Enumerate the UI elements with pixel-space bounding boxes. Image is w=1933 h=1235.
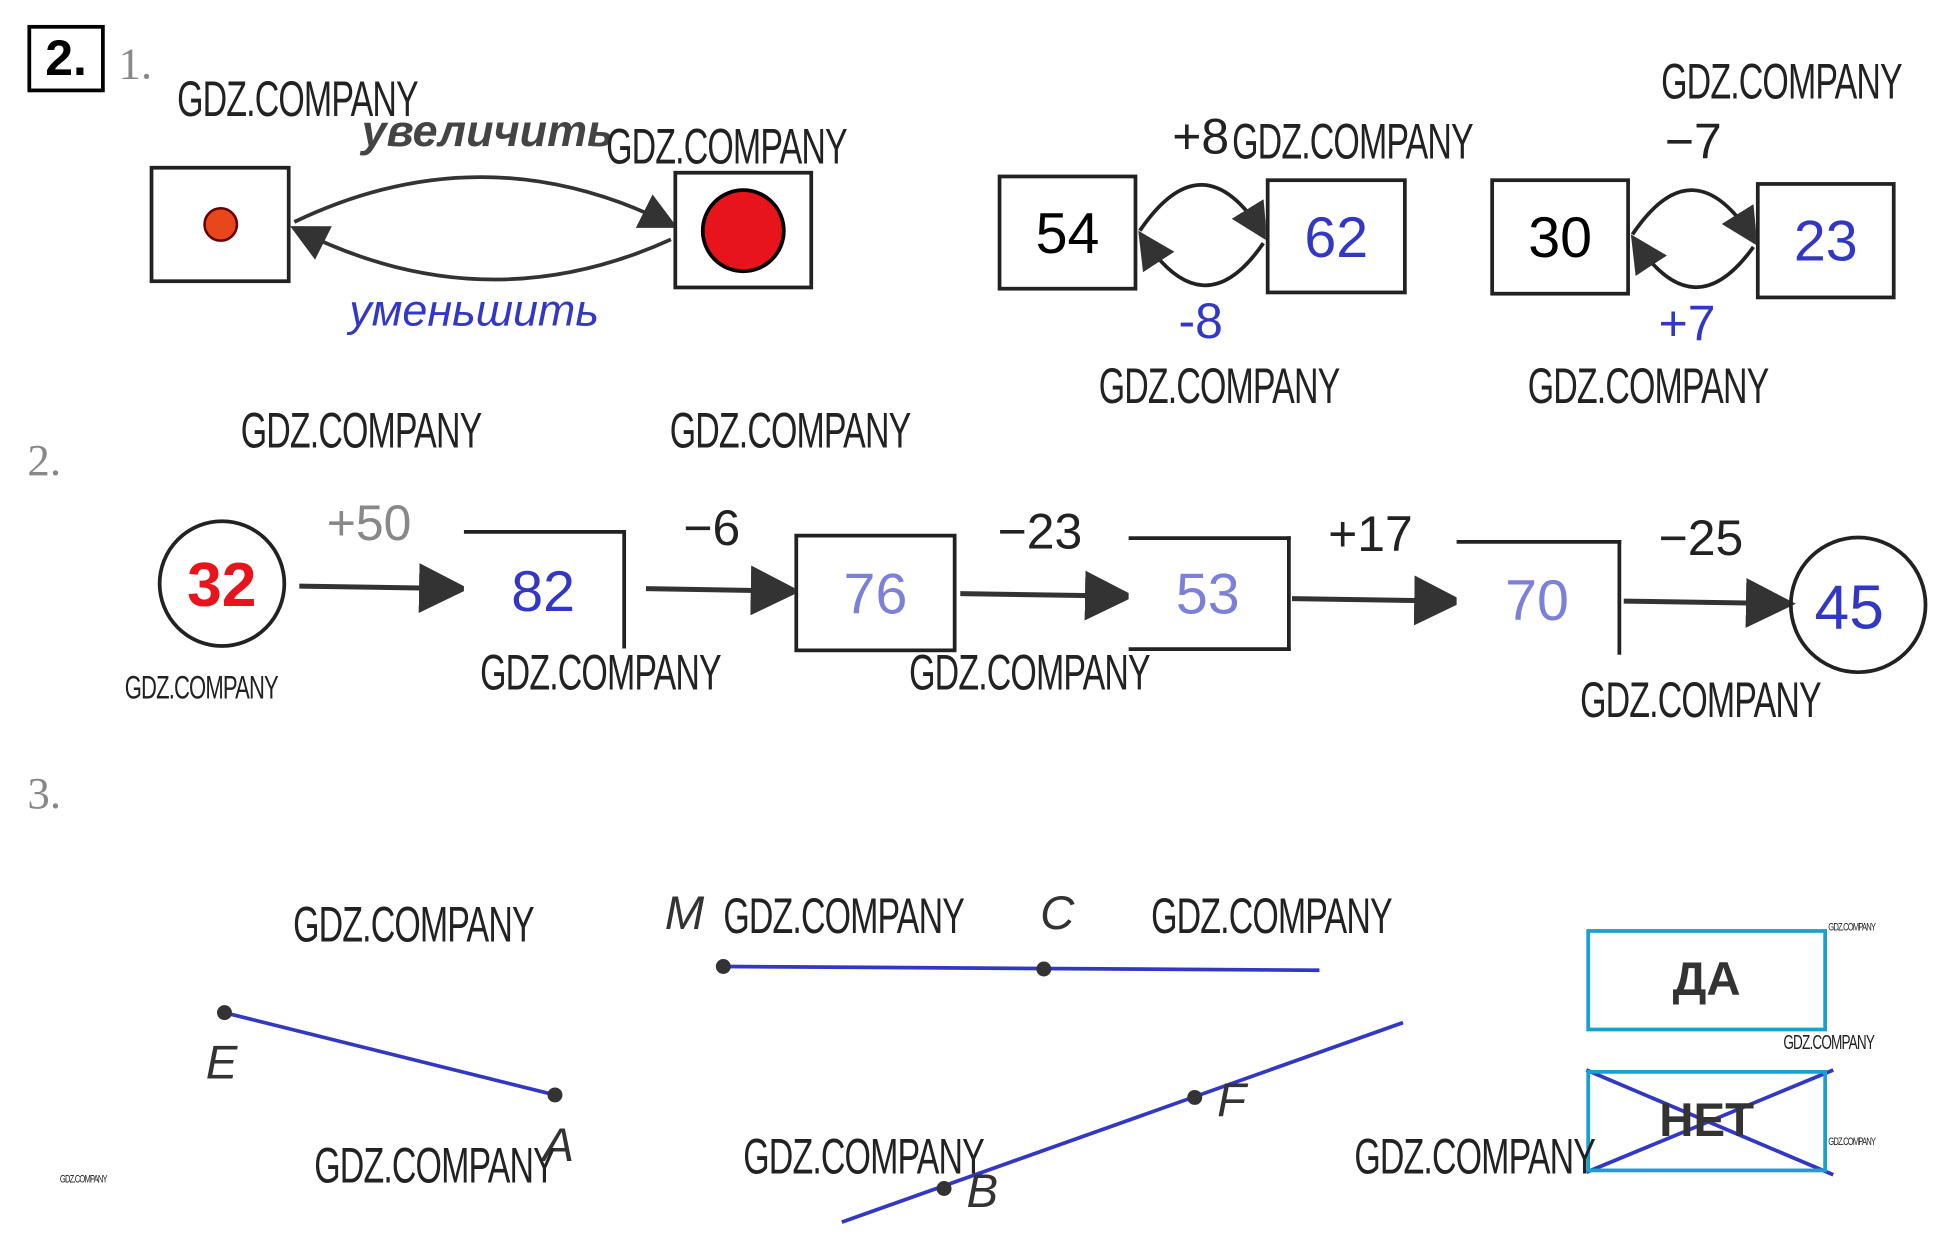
watermark: GDZ.COMPANY	[1232, 114, 1474, 170]
watermark: GDZ.COMPANY	[1828, 920, 1876, 933]
watermark: GDZ.COMPANY	[177, 72, 419, 128]
watermark: GDZ.COMPANY	[1354, 1129, 1596, 1185]
point-b-label: B	[966, 1166, 999, 1219]
watermark: GDZ.COMPANY	[1783, 1032, 1875, 1054]
small-red-dot	[202, 207, 238, 242]
pair2-left-box: 30	[1490, 178, 1630, 296]
watermark: GDZ.COMPANY	[723, 889, 965, 945]
big-dot-box	[673, 170, 814, 290]
increase-label: увеличить	[361, 104, 614, 156]
decrease-label: уменьшить	[349, 284, 599, 336]
chain-op-5: −25	[1658, 511, 1744, 567]
no-box-crossed: НЕТ	[1586, 1070, 1828, 1173]
part1-number: 1.	[118, 38, 153, 89]
watermark: GDZ.COMPANY	[1151, 889, 1393, 945]
chain-box-4: 70	[1456, 539, 1622, 655]
pair1-back-op: -8	[1178, 294, 1223, 350]
point-e-label: E	[205, 1037, 238, 1090]
watermark: GDZ.COMPANY	[1527, 359, 1770, 415]
chain-box-3: 53	[1128, 536, 1291, 651]
pair1-right-box: 62	[1265, 178, 1407, 295]
task-number: 2.	[27, 24, 105, 93]
watermark: GDZ.COMPANY	[314, 1138, 556, 1194]
chain-op-3: −23	[997, 505, 1083, 560]
chain-op-2: −6	[683, 501, 741, 557]
watermark: GDZ.COMPANY	[1828, 1134, 1876, 1148]
watermark: GDZ.COMPANY	[909, 645, 1151, 701]
big-red-dot	[700, 187, 786, 273]
point-f-label: F	[1217, 1075, 1247, 1128]
point-m-label: M	[664, 887, 705, 941]
watermark: GDZ.COMPANY	[606, 119, 848, 175]
watermark: GDZ.COMPANY	[1580, 673, 1822, 729]
point-a-label: A	[542, 1119, 575, 1173]
chain-box-1: 82	[463, 530, 627, 649]
chain-start: 32	[187, 549, 257, 620]
part3-number: 3.	[27, 768, 62, 819]
watermark: GDZ.COMPANY	[669, 404, 912, 459]
watermark: GDZ.COMPANY	[124, 668, 279, 706]
chain-end: 45	[1814, 572, 1884, 643]
chain-op-4: +17	[1328, 507, 1413, 563]
chain-op-1: +50	[326, 496, 412, 552]
pair1-forward-op: +8	[1172, 109, 1230, 165]
pair2-right-box: 23	[1755, 182, 1896, 300]
chain-box-2: 76	[794, 533, 957, 653]
watermark: GDZ.COMPANY	[59, 1172, 108, 1185]
watermark: GDZ.COMPANY	[1661, 54, 1903, 110]
watermark: GDZ.COMPANY	[1098, 359, 1341, 415]
small-dot-box	[149, 165, 291, 284]
watermark: GDZ.COMPANY	[743, 1129, 985, 1185]
yes-box: ДА	[1586, 929, 1828, 1032]
point-c-label: C	[1040, 887, 1075, 941]
part2-number: 2.	[27, 435, 62, 486]
watermark: GDZ.COMPANY	[480, 645, 722, 701]
watermark: GDZ.COMPANY	[293, 897, 535, 953]
watermark: GDZ.COMPANY	[240, 404, 483, 459]
pair1-left-box: 54	[997, 174, 1138, 291]
pair2-forward-op: −7	[1664, 114, 1722, 170]
pair2-back-op: +7	[1658, 296, 1716, 352]
